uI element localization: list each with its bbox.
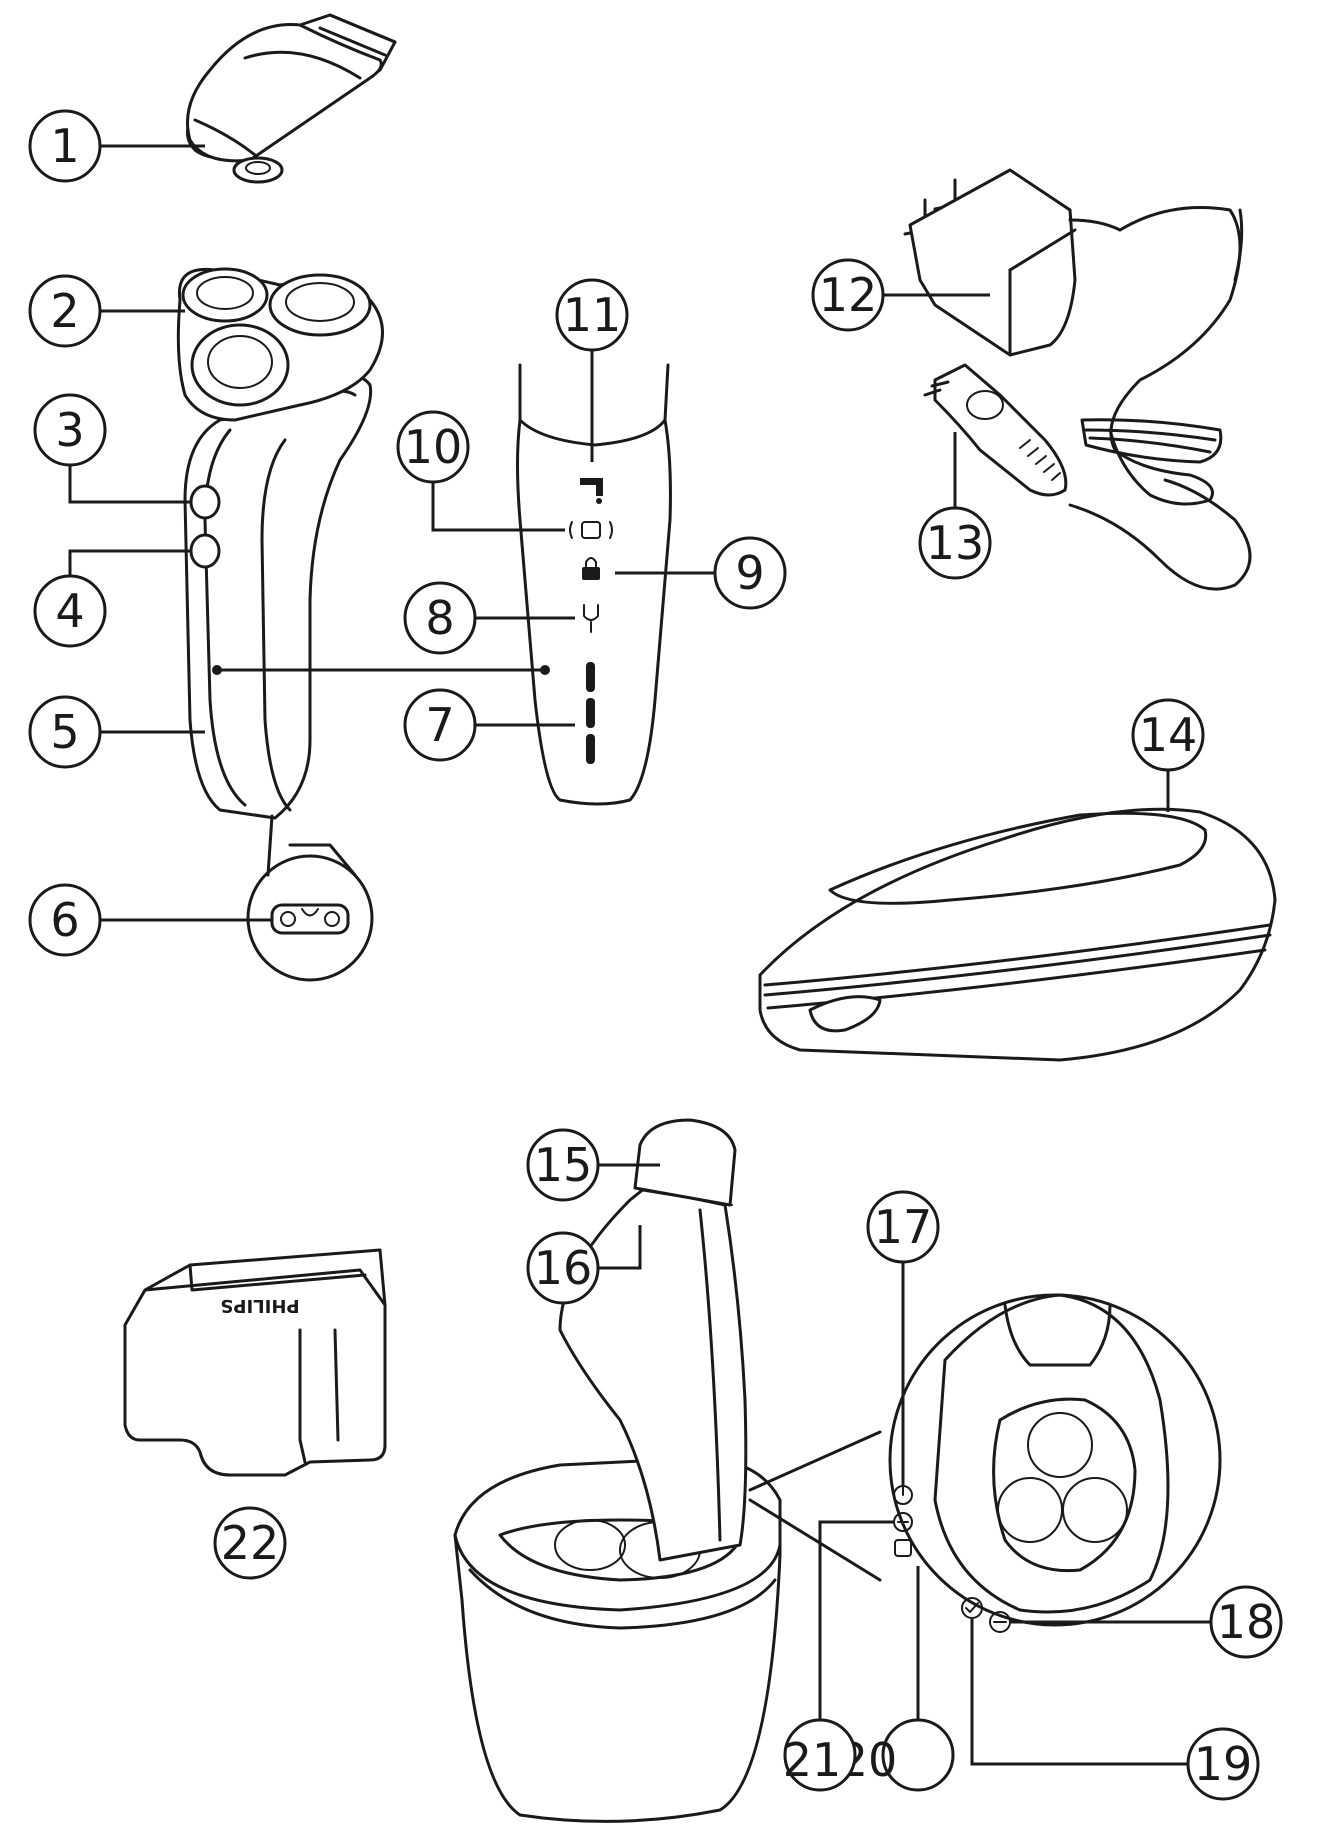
callout-10: 10 xyxy=(396,410,470,484)
handle-to-display-line xyxy=(212,665,550,675)
callouts: 1 2 3 4 5 6 7 8 9 10 11 12 13 14 15 16 1… xyxy=(28,109,1283,1801)
callout-15-label: 15 xyxy=(534,1138,593,1192)
leader-lines xyxy=(68,144,1211,1766)
cleaning-cartridge: PHILIPS xyxy=(123,1248,387,1477)
minus-icon xyxy=(989,1611,1011,1633)
callout-19-label: 19 xyxy=(1194,1737,1253,1791)
callout-12-label: 12 xyxy=(819,268,878,322)
cord-plug xyxy=(923,363,1068,497)
callout-14: 14 xyxy=(1131,698,1205,772)
callout-11: 11 xyxy=(555,278,629,352)
plug-icon xyxy=(583,604,599,633)
callout-19: 19 xyxy=(1186,1727,1260,1801)
callout-6: 6 xyxy=(28,883,102,957)
vibration-icon xyxy=(569,521,613,539)
callout-3: 3 xyxy=(33,393,107,467)
callout-7: 7 xyxy=(403,688,477,762)
cartridge-brand-text: PHILIPS xyxy=(220,1295,299,1316)
callout-10-label: 10 xyxy=(404,420,463,474)
callout-16: 16 xyxy=(526,1231,600,1305)
callout-15: 15 xyxy=(526,1128,600,1202)
power-cord xyxy=(1068,206,1252,591)
callout-1: 1 xyxy=(28,109,102,183)
callout-4-label: 4 xyxy=(55,584,84,638)
callout-2-label: 2 xyxy=(50,284,79,338)
callout-5: 5 xyxy=(28,695,102,769)
station-tower xyxy=(558,1118,748,1562)
callout-11-label: 11 xyxy=(563,288,622,342)
trimmer-attachment xyxy=(186,13,397,184)
callout-8-label: 8 xyxy=(425,591,454,645)
callout-12: 12 xyxy=(811,258,885,332)
station-top-view xyxy=(748,1293,1222,1627)
battery-bar-icon xyxy=(586,662,595,764)
socket-detail xyxy=(246,814,374,982)
callout-16-label: 16 xyxy=(534,1241,593,1295)
callout-13: 13 xyxy=(918,506,992,580)
callout-21: 21 xyxy=(783,1718,857,1792)
callout-8: 8 xyxy=(403,581,477,655)
check-icon xyxy=(961,1597,983,1619)
callout-6-label: 6 xyxy=(50,893,79,947)
callout-17: 17 xyxy=(866,1190,940,1264)
callout-9-label: 9 xyxy=(735,546,764,600)
callout-1-label: 1 xyxy=(50,119,79,173)
callout-22-label: 22 xyxy=(221,1516,280,1570)
tap-icon xyxy=(580,478,603,504)
callout-21-label: 21 xyxy=(783,1733,842,1787)
callout-2: 2 xyxy=(28,274,102,348)
callout-18-label: 18 xyxy=(1217,1595,1276,1649)
callout-4: 4 xyxy=(33,574,107,648)
callout-9: 9 xyxy=(713,536,787,610)
power-adapter xyxy=(903,168,1122,357)
callout-17-label: 17 xyxy=(874,1200,933,1254)
callout-5-label: 5 xyxy=(50,705,79,759)
shaver-handle xyxy=(176,267,384,820)
callout-18: 18 xyxy=(1209,1585,1283,1659)
cycle-icon xyxy=(893,1512,913,1532)
travel-case xyxy=(758,807,1277,1062)
callout-14-label: 14 xyxy=(1139,708,1198,762)
callout-3-label: 3 xyxy=(55,403,84,457)
lock-icon xyxy=(582,557,600,580)
callout-13-label: 13 xyxy=(926,516,985,570)
power-icon xyxy=(893,1485,913,1505)
settings-icon xyxy=(894,1539,912,1557)
station-buttons xyxy=(893,1485,1011,1633)
handle-display xyxy=(516,363,672,806)
callout-7-label: 7 xyxy=(425,698,454,752)
callout-22: 22 xyxy=(213,1506,287,1580)
